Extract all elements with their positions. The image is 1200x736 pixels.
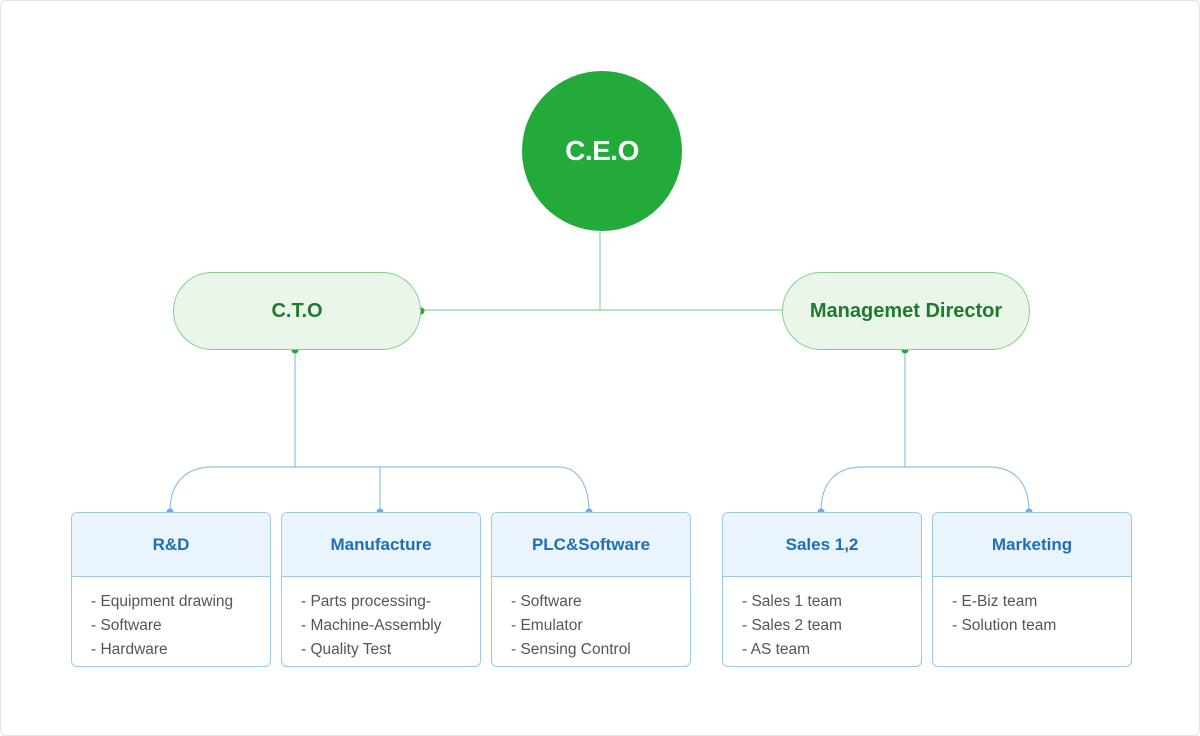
dept-title: Marketing: [933, 513, 1131, 577]
dept-item: - Sensing Control: [511, 641, 631, 658]
dept-rnd: R&D - Equipment drawing - Software - Har…: [71, 512, 271, 667]
dept-item: - Parts processing-: [301, 593, 432, 610]
dept-item: - Sales 2 team: [742, 617, 842, 634]
dept-title: PLC&Software: [492, 513, 690, 577]
dept-item: - Quality Test: [301, 641, 392, 658]
dept-sales: Sales 1,2 - Sales 1 team - Sales 2 team …: [722, 512, 922, 667]
dept-item: - Hardware: [91, 641, 168, 658]
dept-items: - E-Biz team - Solution team: [933, 577, 1131, 638]
ceo-node: C.E.O: [522, 71, 682, 231]
dept-item: - E-Biz team: [952, 593, 1038, 610]
cto-branch-connector: [169, 466, 590, 513]
md-branch-connector: [820, 466, 1030, 513]
dept-items: - Equipment drawing - Software - Hardwar…: [72, 577, 270, 662]
ceo-label: C.E.O: [565, 135, 639, 166]
dept-item: - Sales 1 team: [742, 593, 842, 610]
cto-label: C.T.O: [271, 299, 323, 322]
dept-item: - Machine-Assembly: [301, 617, 442, 634]
dept-item: - Solution team: [952, 617, 1057, 634]
dept-title: Manufacture: [282, 513, 480, 577]
dept-item: - Equipment drawing: [91, 593, 234, 610]
dept-title: Sales 1,2: [723, 513, 921, 577]
dept-items: - Parts processing- - Machine-Assembly -…: [282, 577, 480, 662]
management-director-label: Managemet Director: [809, 299, 1003, 322]
dept-item: - Software: [91, 617, 162, 634]
dept-item: - AS team: [742, 641, 811, 658]
dept-manufacture: Manufacture - Parts processing- - Machin…: [281, 512, 481, 667]
dept-item: - Emulator: [511, 617, 583, 634]
dept-item: - Software: [511, 593, 582, 610]
dept-marketing: Marketing - E-Biz team - Solution team: [932, 512, 1132, 667]
dept-plc-software: PLC&Software - Software - Emulator - Sen…: [491, 512, 691, 667]
management-director-node: Managemet Director: [782, 272, 1030, 350]
dept-title: R&D: [72, 513, 270, 577]
cto-node: C.T.O: [173, 272, 421, 350]
dept-items: - Sales 1 team - Sales 2 team - AS team: [723, 577, 921, 662]
dept-items: - Software - Emulator - Sensing Control: [492, 577, 690, 662]
